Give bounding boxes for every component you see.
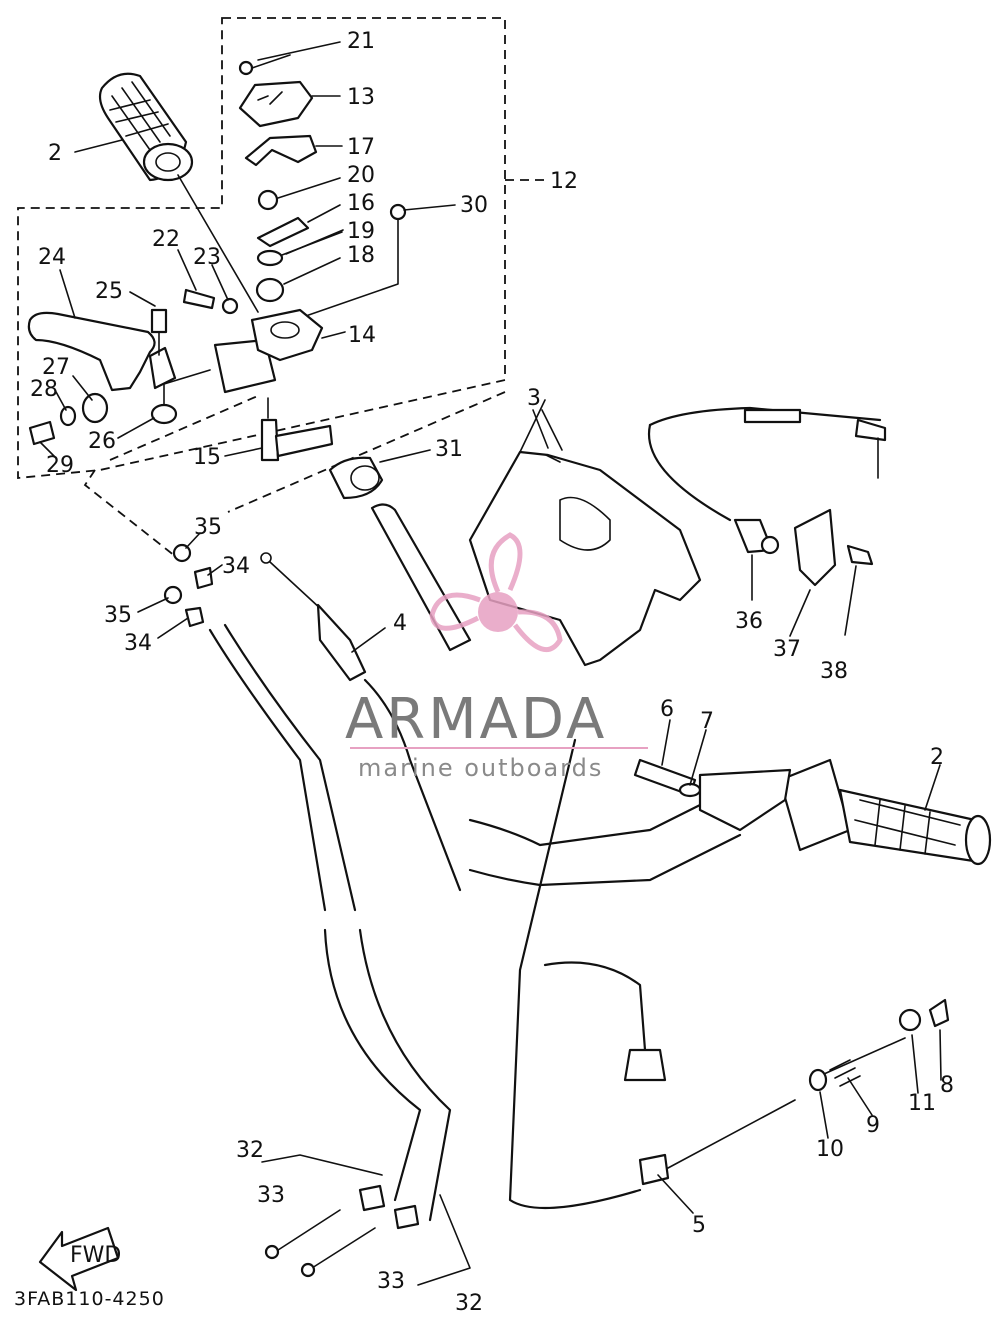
callout-38: 38 (820, 659, 848, 684)
callout-32-top: 32 (236, 1138, 264, 1163)
callout-17: 17 (347, 135, 375, 160)
callout-21: 21 (347, 29, 375, 54)
callout-30: 30 (460, 193, 488, 218)
callout-22: 22 (152, 227, 180, 252)
callout-31: 31 (435, 437, 463, 462)
callout-34-bottom: 34 (124, 631, 152, 656)
handlebar-right-assembly (468, 738, 992, 1210)
clutch-cables (163, 543, 471, 1286)
callout-2-left: 2 (48, 141, 62, 166)
callout-8: 8 (940, 1073, 954, 1098)
cable-guide-and-hose (328, 449, 472, 652)
callout-12: 12 (550, 169, 578, 194)
callout-2-right: 2 (930, 745, 944, 770)
diagram-code: 3FAB110-4250 (14, 1288, 165, 1310)
callout-28: 28 (30, 377, 58, 402)
callout-5: 5 (692, 1213, 706, 1238)
callout-35-top: 35 (194, 515, 222, 540)
watermark-brand: ARMADA (345, 687, 607, 752)
watermark-logo (429, 532, 563, 652)
callout-34-top: 34 (222, 554, 250, 579)
watermark-tagline: marine outboards (358, 754, 603, 782)
callout-35-bottom: 35 (104, 603, 132, 628)
callout-36: 36 (735, 609, 763, 634)
callout-7: 7 (700, 709, 714, 734)
callout-10: 10 (816, 1137, 844, 1162)
callout-9: 9 (866, 1113, 880, 1138)
callout-20: 20 (347, 163, 375, 188)
callout-24: 24 (38, 245, 66, 270)
callout-19: 19 (347, 219, 375, 244)
callout-33-top: 33 (257, 1183, 285, 1208)
callout-18: 18 (347, 243, 375, 268)
handlebar-cover (468, 399, 702, 667)
callout-32-bottom: 32 (455, 1291, 483, 1316)
callout-33-bottom: 33 (377, 1269, 405, 1294)
callout-13: 13 (347, 85, 375, 110)
callout-25: 25 (95, 279, 123, 304)
clutch-switch-parts (238, 54, 456, 319)
callout-14: 14 (348, 323, 376, 348)
callout-29: 29 (46, 453, 74, 478)
callout-27: 27 (42, 355, 70, 380)
callout-leaders (39, 41, 942, 1214)
callout-15: 15 (193, 445, 221, 470)
callout-4: 4 (393, 611, 407, 636)
left-grip (98, 72, 259, 313)
callout-26: 26 (88, 429, 116, 454)
lever-holder-assembly (27, 288, 346, 462)
callout-6: 6 (660, 697, 674, 722)
callout-3: 3 (527, 386, 541, 411)
callout-labels: 2 2 3 4 5 6 7 8 9 10 11 12 13 14 15 16 1… (30, 29, 954, 1316)
fwd-arrow: FWD (38, 1226, 121, 1292)
throttle-cable-upper (647, 406, 887, 637)
assembly-12-boundary (17, 17, 545, 561)
callout-37: 37 (773, 637, 801, 662)
callout-11: 11 (908, 1091, 936, 1116)
callout-16: 16 (347, 191, 375, 216)
fwd-label: FWD (70, 1243, 121, 1268)
callout-23: 23 (193, 245, 221, 270)
